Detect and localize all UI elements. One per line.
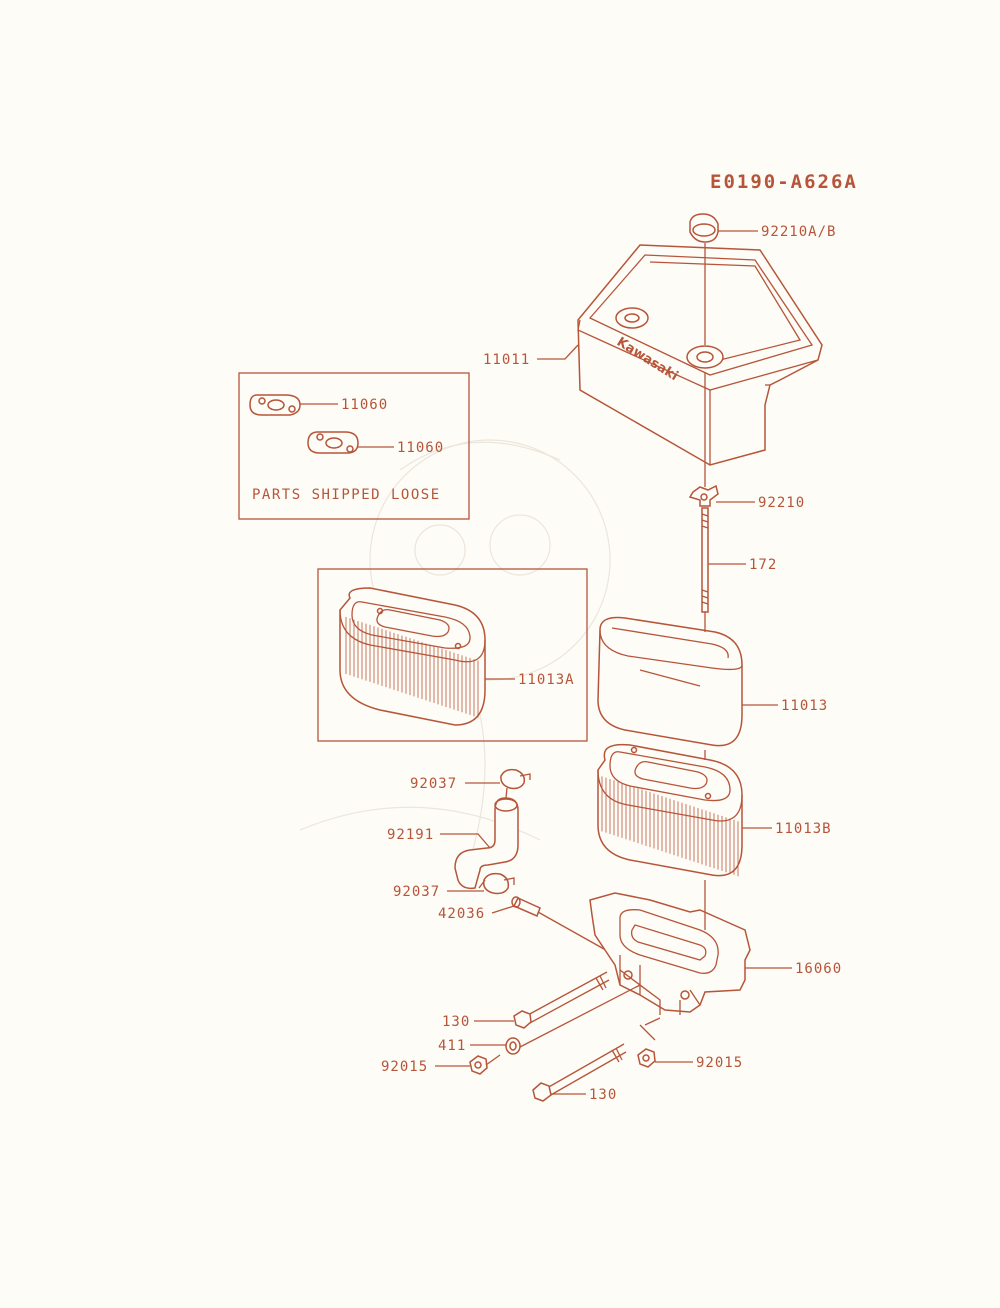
label-92191: 92191 bbox=[387, 827, 434, 843]
nut-left-part bbox=[469, 1055, 488, 1075]
hose-clamp-lower-part bbox=[482, 872, 515, 895]
label-11013: 11013 bbox=[781, 698, 828, 714]
label-92037-lower: 92037 bbox=[393, 884, 440, 900]
label-130-upper: 130 bbox=[442, 1014, 470, 1030]
stud-part bbox=[701, 507, 709, 613]
element-11013a-part bbox=[339, 587, 486, 726]
leader-lines bbox=[300, 230, 792, 1095]
part-labels: 92210A/B 11011 11060 11060 92210 172 110… bbox=[341, 224, 842, 1103]
label-11013a: 11013A bbox=[518, 672, 575, 688]
breather-hose-part bbox=[454, 797, 519, 890]
label-11011: 11011 bbox=[483, 352, 530, 368]
label-16060: 16060 bbox=[795, 961, 842, 977]
cap-nut-part bbox=[689, 213, 719, 243]
air-cleaner-cover-part: Kawasaki bbox=[577, 244, 823, 466]
label-92210: 92210 bbox=[758, 495, 805, 511]
precleaner-part bbox=[597, 616, 743, 747]
label-172: 172 bbox=[749, 557, 777, 573]
air-cleaner-base-part bbox=[589, 892, 751, 1015]
diagram-code: E0190-A626A bbox=[710, 171, 858, 193]
label-92015-left: 92015 bbox=[381, 1059, 428, 1075]
parts-shipped-loose-box: PARTS SHIPPED LOOSE bbox=[238, 372, 470, 520]
element-11013b-part bbox=[597, 743, 743, 877]
label-130-lower: 130 bbox=[589, 1087, 617, 1103]
nut-right-part bbox=[637, 1048, 656, 1068]
label-92210ab: 92210A/B bbox=[761, 224, 836, 240]
wing-nut-part bbox=[688, 484, 719, 507]
label-92015-right: 92015 bbox=[696, 1055, 743, 1071]
assembly-lines bbox=[478, 243, 706, 1066]
box-note: PARTS SHIPPED LOOSE bbox=[252, 487, 441, 503]
label-42036: 42036 bbox=[438, 906, 485, 922]
label-92037-upper: 92037 bbox=[410, 776, 457, 792]
label-11060-b: 11060 bbox=[397, 440, 444, 456]
bolt-upper-part bbox=[513, 971, 610, 1029]
label-11060-a: 11060 bbox=[341, 397, 388, 413]
washer-part bbox=[505, 1037, 521, 1055]
bolt-lower-part bbox=[532, 1043, 627, 1102]
hose-clamp-upper-part bbox=[500, 768, 531, 790]
label-411: 411 bbox=[438, 1038, 466, 1054]
element-11013a-box bbox=[317, 568, 588, 742]
label-11013b: 11013B bbox=[775, 821, 832, 837]
